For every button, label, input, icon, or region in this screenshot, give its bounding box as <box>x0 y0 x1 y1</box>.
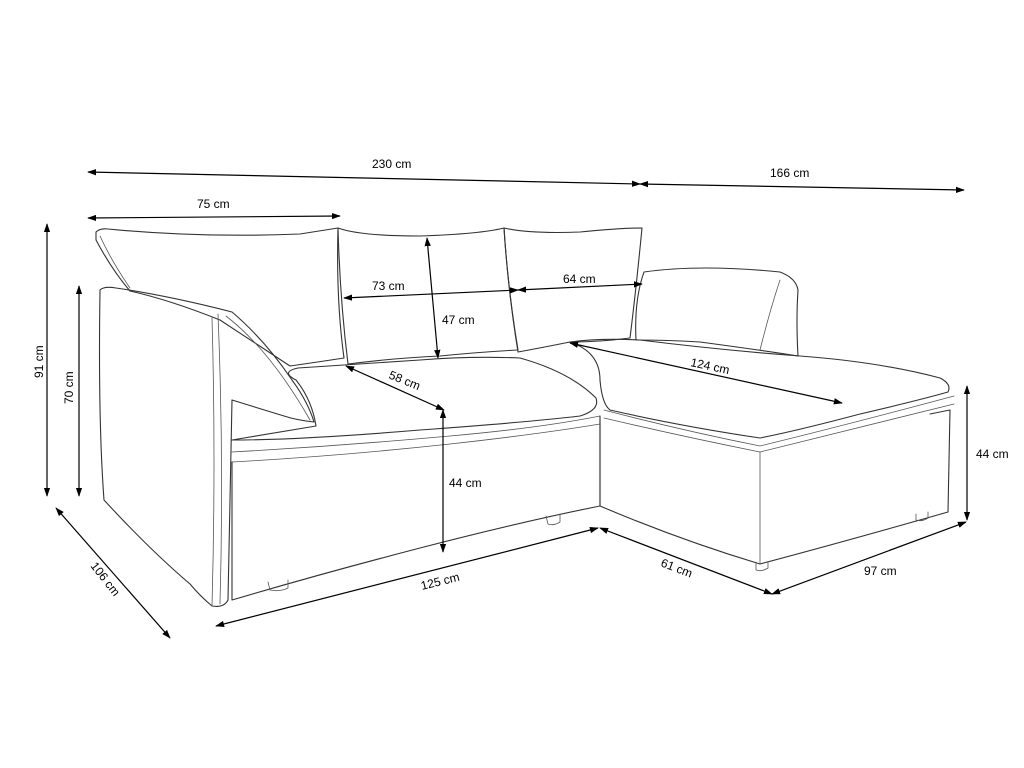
label-total-height: 91 cm <box>32 345 46 378</box>
dim-line-armrest-width <box>87 212 341 222</box>
dim-line-chaise-seat-depth <box>569 341 843 405</box>
label-seat-depth: 58 cm <box>387 368 423 393</box>
dim-line-seat-depth <box>345 365 445 411</box>
left-back-cushion <box>95 227 345 367</box>
label-armrest-width: 75 cm <box>197 197 230 211</box>
dim-line-total-depth <box>55 507 171 639</box>
sofa-base-front <box>231 415 601 601</box>
dimension-lines: 230 cm 166 cm 75 cm 73 cm 64 cm 47 cm 12… <box>32 157 1009 639</box>
label-front-length: 125 cm <box>419 570 461 593</box>
dim-line-chaise-side <box>599 527 773 595</box>
dim-line-total-width <box>87 169 641 187</box>
label-chaise-width: 97 cm <box>864 564 897 578</box>
seat-cushion <box>231 356 598 441</box>
label-chaise-height: 44 cm <box>976 447 1009 461</box>
dim-line-back-cushion-left <box>343 287 519 301</box>
dim-line-chaise-width <box>771 521 967 595</box>
left-armrest <box>98 286 315 607</box>
label-chaise-side: 61 cm <box>659 556 695 581</box>
label-chaise-length: 166 cm <box>770 166 809 180</box>
dim-line-back-cushion-height <box>424 237 441 359</box>
dim-line-chaise-length <box>639 181 965 193</box>
dim-line-front-length <box>215 526 599 628</box>
label-armrest-height: 70 cm <box>62 371 76 404</box>
sofa-outline <box>95 227 955 607</box>
dim-line-back-cushion-right <box>517 281 643 293</box>
label-back-cushion-left: 73 cm <box>372 279 405 293</box>
label-back-cushion-height: 47 cm <box>442 313 475 327</box>
label-back-cushion-right: 64 cm <box>563 272 596 286</box>
label-seat-height: 44 cm <box>449 476 482 490</box>
chaise-base <box>599 409 951 565</box>
right-back-cushion <box>503 227 643 353</box>
label-total-width: 230 cm <box>372 157 411 171</box>
